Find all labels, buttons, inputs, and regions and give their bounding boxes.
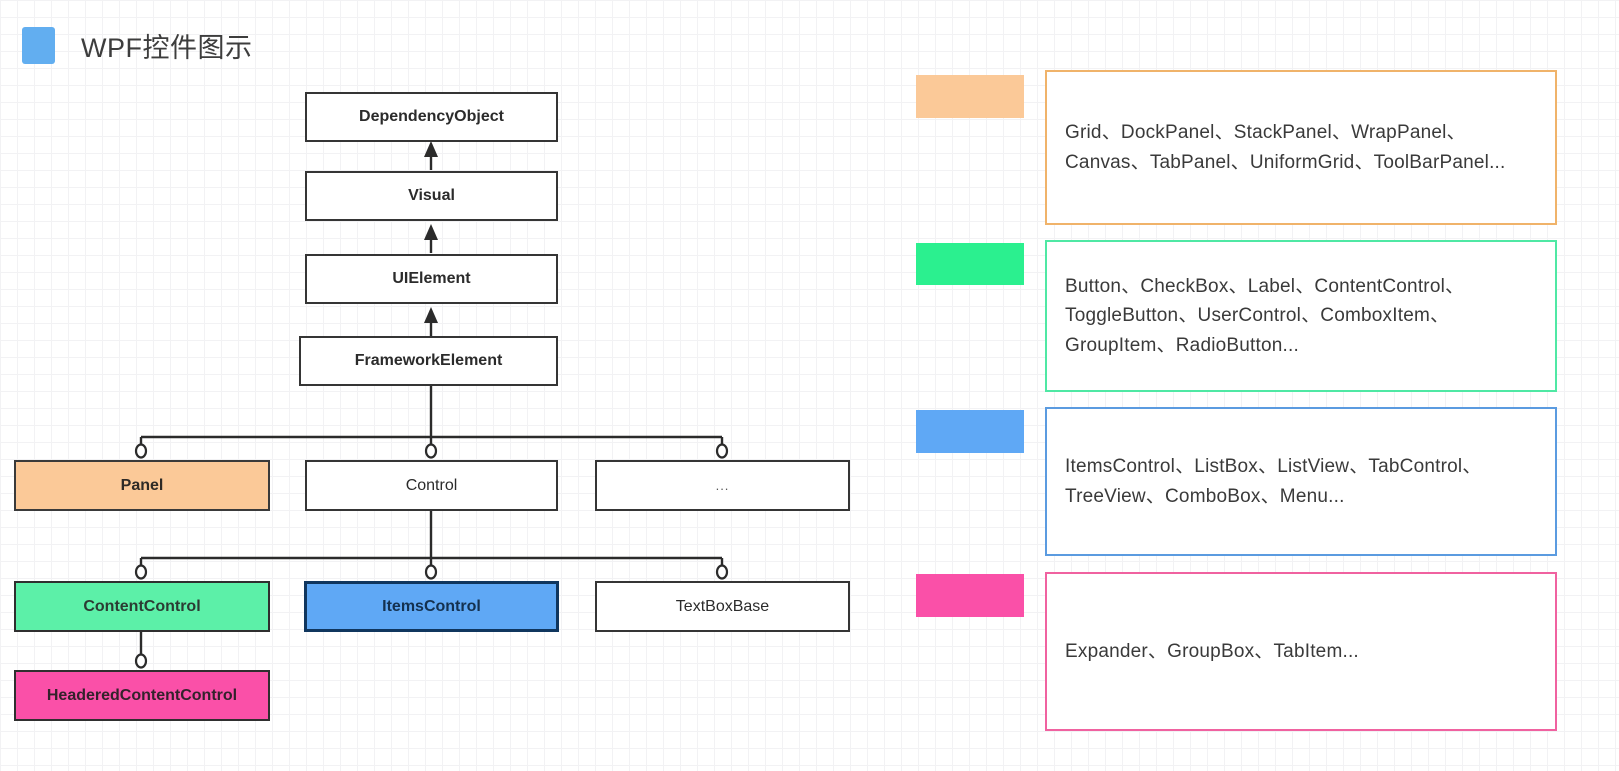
legend-swatch-contentcontrol	[916, 243, 1024, 285]
node-label: FrameworkElement	[354, 352, 503, 369]
legend-panel-text: Grid、DockPanel、StackPanel、WrapPanel、Canv…	[1065, 122, 1506, 173]
node-label: Panel	[120, 476, 164, 494]
node-label: TextBoxBase	[675, 597, 770, 615]
node-ellipsis[interactable]: ...	[595, 460, 850, 511]
legend-panel-itemscontrol: ItemsControl、ListBox、ListView、TabControl…	[1045, 407, 1557, 556]
node-label: ...	[715, 478, 730, 493]
node-label: HeaderedContentControl	[46, 686, 238, 704]
legend-panel-headeredcontentcontrol: Expander、GroupBox、TabItem...	[1045, 572, 1557, 731]
legend-panel-text: Expander、GroupBox、TabItem...	[1065, 640, 1359, 662]
legend-panel-text: Button、CheckBox、Label、ContentControl、Tog…	[1065, 275, 1465, 356]
node-label: ContentControl	[83, 597, 201, 615]
node-panel[interactable]: Panel	[14, 460, 270, 511]
node-uielement[interactable]: UIElement	[305, 254, 558, 304]
node-frameworkelement[interactable]: FrameworkElement	[299, 336, 558, 386]
node-label: Visual	[408, 187, 455, 204]
node-itemscontrol[interactable]: ItemsControl	[304, 581, 559, 632]
node-textboxbase[interactable]: TextBoxBase	[595, 581, 850, 632]
node-label: Control	[405, 476, 458, 494]
legend-panel-contentcontrol: Button、CheckBox、Label、ContentControl、Tog…	[1045, 240, 1557, 392]
page-title: WPF控件图示	[22, 26, 253, 65]
legend-swatch-panel	[916, 75, 1024, 118]
node-label: UIElement	[392, 270, 471, 287]
legend-panel-panel: Grid、DockPanel、StackPanel、WrapPanel、Canv…	[1045, 70, 1557, 225]
node-label: ItemsControl	[382, 597, 481, 615]
legend-panel-text: ItemsControl、ListBox、ListView、TabControl…	[1065, 456, 1482, 507]
title-marker-icon	[22, 27, 55, 64]
page-title-label: WPF控件图示	[81, 33, 253, 63]
node-visual[interactable]: Visual	[305, 171, 558, 221]
node-label: DependencyObject	[359, 108, 504, 125]
node-control[interactable]: Control	[305, 460, 558, 511]
node-headeredcontentcontrol[interactable]: HeaderedContentControl	[14, 670, 270, 721]
legend-swatch-headeredcontentcontrol	[916, 574, 1024, 617]
node-dependencyobject[interactable]: DependencyObject	[305, 92, 558, 142]
legend-swatch-itemscontrol	[916, 410, 1024, 453]
node-contentcontrol[interactable]: ContentControl	[14, 581, 270, 632]
